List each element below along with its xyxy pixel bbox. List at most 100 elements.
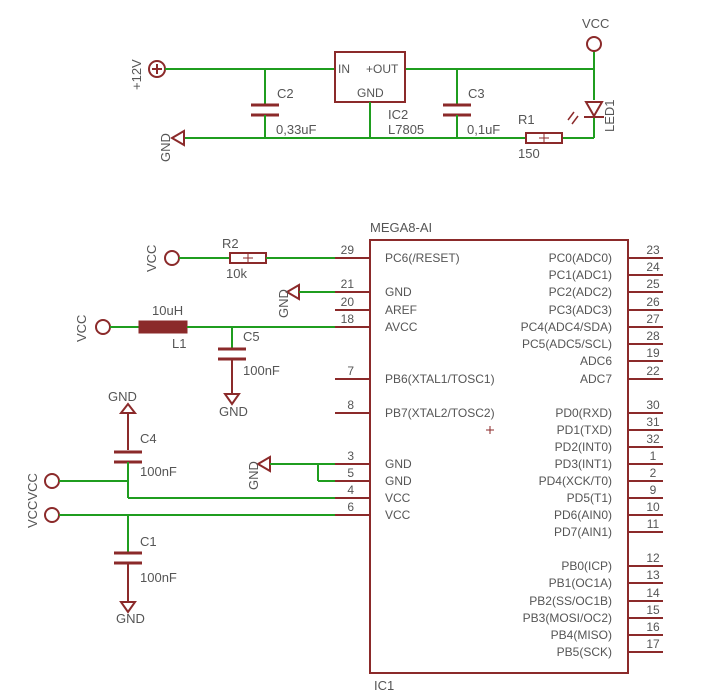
regulator-pin-gnd: GND [357,86,384,100]
vcc-terminal-top [586,36,602,52]
mcu-pin-number: 22 [646,364,660,378]
mcu-pin-label: PD6(AIN0) [554,508,612,522]
mcu-pin-label: PD1(TXD) [557,423,612,437]
mcu-pin-number: 30 [646,398,660,412]
mcu-pin-label: PB5(SCK) [557,645,612,659]
mcu-pin-number: 8 [347,398,354,412]
c5-name: C5 [243,329,260,344]
supply-12v-label: +12V [129,59,144,90]
mcu-name: IC1 [374,678,394,693]
mcu-pin-number: 15 [646,603,660,617]
vcc-terminal-pin6 [44,507,60,523]
mcu-pin-label: GND [385,285,412,299]
mcu-pin-number: 29 [341,243,355,257]
mcu-pin-number: 9 [650,483,657,497]
mcu-pin-label: PB4(MISO) [551,628,612,642]
r2-value: 10k [226,266,247,281]
mcu-pin-number: 4 [347,483,354,497]
mcu-pin-label: PC1(ADC1) [549,268,612,282]
resistor-r2 [229,252,267,264]
mcu-pin-label: PC3(ADC3) [549,303,612,317]
c2-name: C2 [277,86,294,101]
mcu-pin-label: GND [385,474,412,488]
c2-value: 0,33uF [276,122,317,137]
gnd-label-c5: GND [219,404,248,419]
mcu-part: MEGA8-AI [370,220,432,235]
mcu-pin-label: PB1(OC1A) [549,576,612,590]
mcu-pin-number: 25 [646,277,660,291]
gnd-label-c1: GND [116,611,145,626]
led1-name: LED1 [602,99,617,132]
gnd-label-top: GND [158,133,173,162]
mcu-pin-number: 1 [650,449,657,463]
regulator-pin-in: IN [338,62,350,76]
mcu-pin-label: PC5(ADC5/SCL) [522,337,612,351]
mcu-pin-label: VCC [385,491,411,505]
vcc-label-top: VCC [582,16,609,31]
mcu-pin-number: 11 [647,517,660,531]
mcu-pin-label: AREF [385,303,417,317]
mcu-pin-number: 23 [646,243,660,257]
gnd-label-pin3: GND [246,461,261,490]
mcu-pin-number: 6 [347,500,354,514]
mcu-pin-number: 14 [646,586,660,600]
gnd-arrow-c4 [118,402,138,414]
mcu-pin-label: PC0(ADC0) [549,251,612,265]
mcu-pin-number: 24 [646,260,660,274]
mcu-pin-label: ADC6 [580,354,612,368]
capacitor-c5 [218,347,246,394]
supply-12v-terminal [148,60,166,78]
mcu-pin-label: PC4(ADC4/SDA) [521,320,612,334]
capacitor-c2 [251,103,279,138]
mcu-pin-number: 12 [646,551,660,565]
mcu-pin-label: PB2(SS/OC1B) [529,594,612,608]
mcu-pin-label: PD0(RXD) [555,406,612,420]
mcu-pin-number: 31 [646,415,660,429]
c3-value: 0,1uF [467,122,500,137]
mcu-pin-number: 17 [646,637,660,651]
mcu-pin-label: PB6(XTAL1/TOSC1) [385,372,495,386]
gnd-label-c4: GND [108,389,137,404]
vcc-label-reset: VCC [144,245,159,272]
mcu-pin-number: 21 [341,277,355,291]
inductor-l1 [138,320,188,334]
c1-name: C1 [140,534,157,549]
c5-value: 100nF [243,363,280,378]
mcu-pin-number: 18 [341,312,355,326]
mcu-pin-label: PB3(MOSI/OC2) [523,611,612,625]
regulator-pin-out: +OUT [366,62,399,76]
l1-value: 10uH [152,303,183,318]
gnd-label-pin21: GND [276,289,291,318]
c1-value: 100nF [140,570,177,585]
vcc-terminal-reset [164,250,180,266]
mcu-origin-marker [486,426,494,434]
mcu-pin-label: ADC7 [580,372,612,386]
c3-name: C3 [468,86,485,101]
mcu-pin-label: PB7(XTAL2/TOSC2) [385,406,495,420]
mcu-pin-number: 27 [646,312,660,326]
mcu-pin-label: PD7(AIN1) [554,525,612,539]
mcu-pin-number: 3 [347,449,354,463]
regulator-name: IC2 [388,107,408,122]
mcu-pin-number: 26 [646,295,660,309]
c4-value: 100nF [140,464,177,479]
r1-value: 150 [518,146,540,161]
r1-name: R1 [518,112,535,127]
resistor-r1 [525,132,563,144]
mcu-right-pins: 23PC0(ADC0)24PC1(ADC1)25PC2(ADC2)26PC3(A… [521,243,663,659]
mcu-pin-label: PC6(/RESET) [385,251,460,265]
vcc-terminal-pin4 [44,473,60,489]
mcu-pin-label: PD3(INT1) [555,457,612,471]
mcu-pin-number: 28 [646,329,660,343]
mcu-pin-number: 7 [347,364,354,378]
mcu-body [369,239,629,674]
regulator-value: L7805 [388,122,424,137]
mcu-pin-number: 20 [341,295,355,309]
mcu-pin-number: 5 [347,466,354,480]
gnd-arrow-c1 [119,601,137,614]
mcu-pin-number: 32 [646,432,660,446]
mcu-pin-label: PB0(ICP) [561,559,612,573]
mcu-pin-label: AVCC [385,320,418,334]
led1-diode [567,101,604,125]
